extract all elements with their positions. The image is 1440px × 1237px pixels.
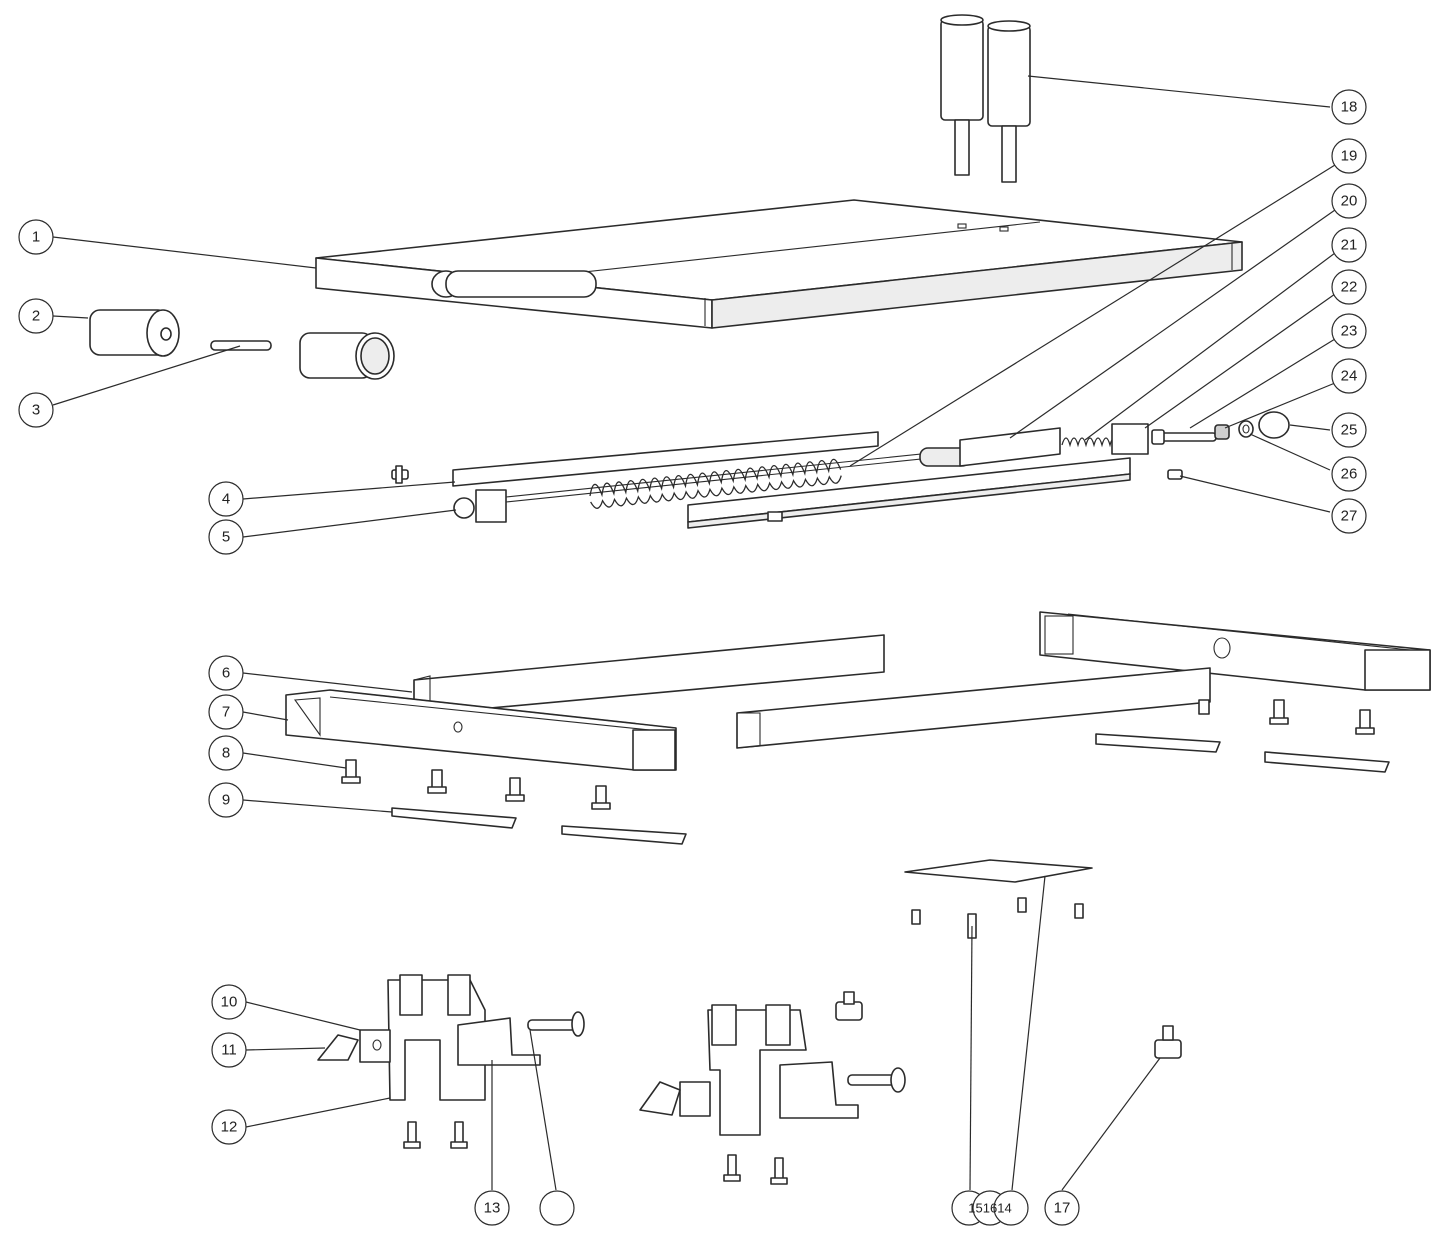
callout-label: 2 (32, 308, 40, 325)
callout-7: 7 (208, 694, 244, 730)
callout-label: 21 (1341, 237, 1358, 254)
callout-22: 22 (1331, 269, 1367, 305)
clamp-right (639, 991, 906, 1185)
callout-label: 3 (32, 402, 40, 419)
callout-4: 4 (208, 481, 244, 517)
callout-label: 151614 (968, 1201, 1011, 1216)
callout-label: 4 (222, 491, 230, 508)
callout-2: 2 (18, 298, 54, 334)
callout-label: 23 (1341, 323, 1358, 340)
part-3-pin (210, 340, 272, 351)
callout-label: 22 (1341, 279, 1358, 296)
callout-label: 19 (1341, 148, 1358, 165)
callout-label: 12 (221, 1119, 238, 1136)
callout-label: 9 (222, 792, 230, 809)
callout-20: 20 (1331, 183, 1367, 219)
callout-label: 26 (1341, 466, 1358, 483)
callout-5: 5 (208, 519, 244, 555)
callout-24: 24 (1331, 358, 1367, 394)
part-10-12-clamp-left (317, 974, 585, 1149)
callout-label: 18 (1341, 99, 1358, 116)
callout-9: 9 (208, 782, 244, 818)
callout-27: 27 (1331, 498, 1367, 534)
callout-blank (539, 1190, 575, 1226)
callout-11: 11 (211, 1032, 247, 1068)
callout-15-16-14: 151614 (951, 1190, 1029, 1226)
callout-label: 1 (32, 229, 40, 246)
part-4-rail-assembly (391, 411, 1290, 529)
callout-label: 6 (222, 665, 230, 682)
callout-13: 13 (474, 1190, 510, 1226)
part-18-cylinders (940, 14, 1031, 183)
callout-label: 17 (1054, 1200, 1071, 1217)
callout-6: 6 (208, 655, 244, 691)
callout-label: 27 (1341, 508, 1358, 525)
callout-label: 11 (221, 1042, 237, 1059)
callout-label: 25 (1341, 422, 1358, 439)
callout-label: 24 (1341, 368, 1358, 385)
callout-label: 8 (222, 745, 230, 762)
part-2-roller (89, 309, 180, 357)
callout-12: 12 (211, 1109, 247, 1145)
callout-18: 18 (1331, 89, 1367, 125)
callout-label: 5 (222, 529, 230, 546)
callout-label: 7 (222, 704, 230, 721)
part-14-plate (904, 859, 1093, 939)
callout-19: 19 (1331, 138, 1367, 174)
sleeve-part (299, 332, 395, 380)
callout-17: 17 (1044, 1190, 1080, 1226)
callout-label: 20 (1341, 193, 1358, 210)
callout-23: 23 (1331, 313, 1367, 349)
callout-1: 1 (18, 219, 54, 255)
callout-label: 10 (221, 994, 238, 1011)
callout-label: 13 (484, 1200, 501, 1217)
callout-21: 21 (1331, 227, 1367, 263)
leader-lines (52, 75, 1336, 1191)
right-frame (736, 611, 1431, 773)
callout-25: 25 (1331, 412, 1367, 448)
part-17-foot (1154, 1025, 1182, 1059)
part-1-top-plate (315, 199, 1243, 329)
callout-26: 26 (1331, 456, 1367, 492)
callout-8: 8 (208, 735, 244, 771)
part-6-7-left-frame (285, 634, 885, 845)
callout-10: 10 (211, 984, 247, 1020)
callout-3: 3 (18, 392, 54, 428)
